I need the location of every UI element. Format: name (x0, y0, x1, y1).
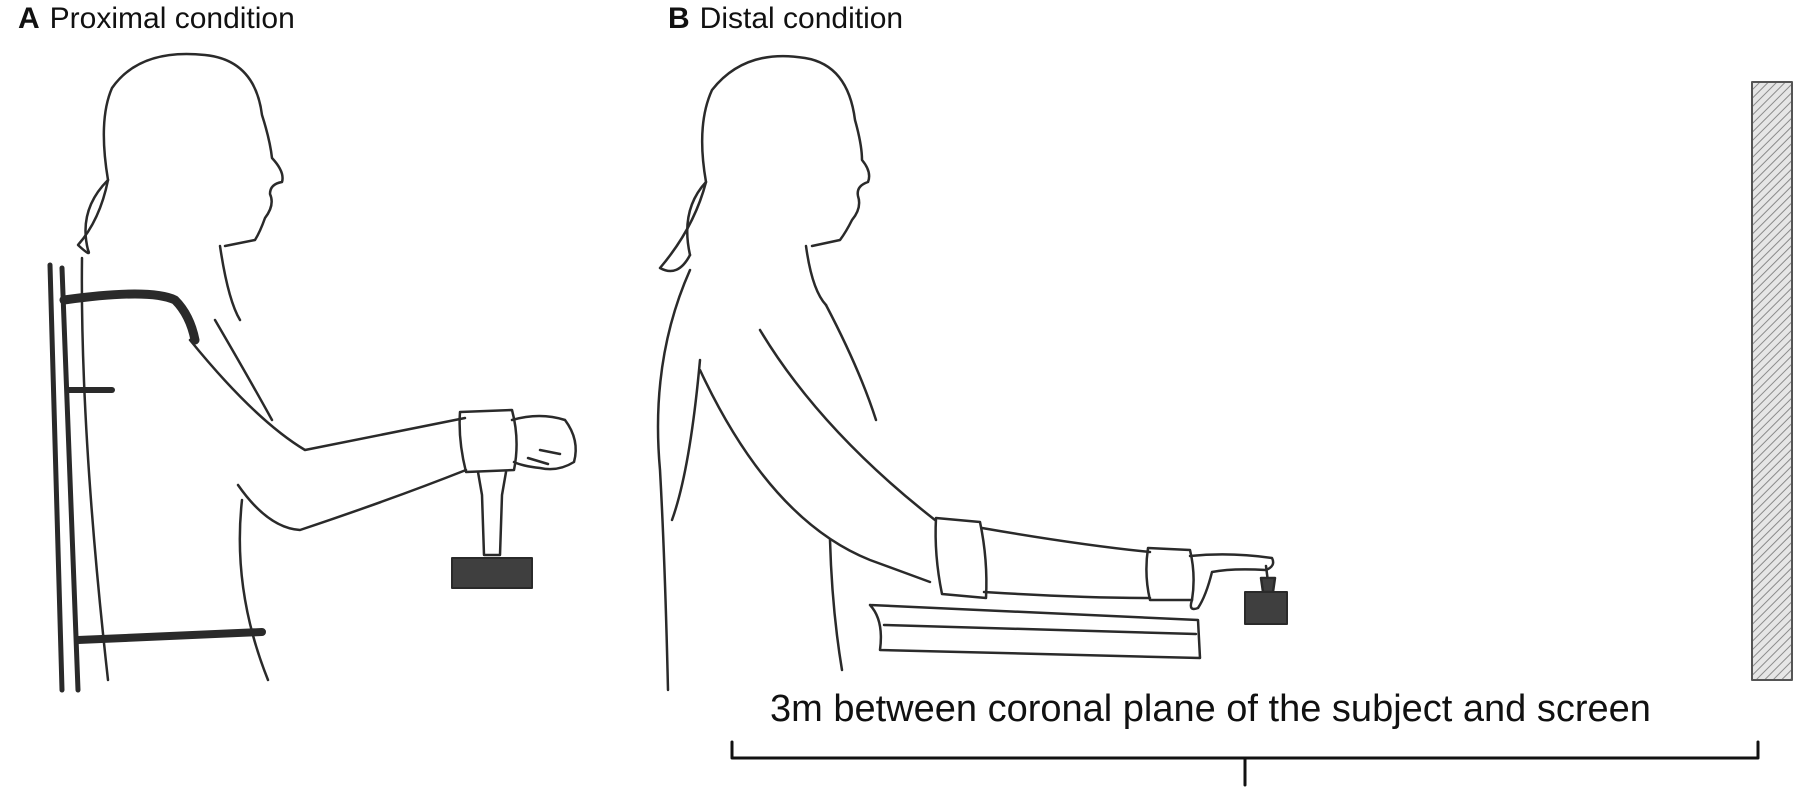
torso-back (80, 256, 110, 682)
panel-a-letter: A (18, 2, 40, 35)
forearm-bottom (982, 590, 1152, 600)
distance-brace (730, 740, 1760, 787)
panel-a-label: A Proximal condition (18, 2, 295, 36)
chair-low-bar (74, 628, 266, 644)
distance-caption: 3m between coronal plane of the subject … (770, 688, 1651, 730)
forearm-top (980, 526, 1152, 554)
neck-front-b (804, 244, 828, 307)
fist (510, 414, 577, 471)
panel-a-figure (47, 52, 577, 693)
chair-frame (47, 262, 81, 693)
weight-handle (476, 470, 508, 557)
elbow-cuff (934, 516, 988, 600)
panel-b-letter: B (668, 2, 690, 35)
arm-support (868, 603, 1202, 660)
head-outline-b (685, 54, 871, 257)
weight-hook (1259, 576, 1277, 594)
upper-arm-top (188, 338, 467, 452)
torso-front-b (824, 303, 878, 422)
panel-b-label: B Distal condition (668, 2, 903, 36)
hand-b (1188, 553, 1275, 611)
torso-front (213, 318, 274, 422)
upper-arm-bottom-b (698, 368, 932, 584)
hair-back (76, 178, 110, 255)
head-outline (84, 52, 284, 252)
upper-arm-bottom (236, 468, 468, 532)
chair-shoulder-strap (59, 289, 200, 345)
hair-back-b (658, 180, 708, 273)
screen (1751, 81, 1793, 681)
panel-b-figure (656, 54, 1275, 692)
neck-front (218, 244, 242, 322)
wrist-cuff (458, 408, 518, 474)
weight-a (451, 557, 533, 589)
panel-a-title: Proximal condition (49, 2, 295, 35)
panel-b-title: Distal condition (699, 2, 904, 35)
upper-arm-top-b (758, 328, 937, 522)
torso-lower (238, 498, 270, 682)
wrist-cuff-b (1145, 546, 1195, 602)
weight-b (1244, 591, 1288, 625)
torso-lower-b (828, 538, 844, 672)
chest-line (670, 358, 702, 522)
torso-back-b (656, 268, 692, 692)
